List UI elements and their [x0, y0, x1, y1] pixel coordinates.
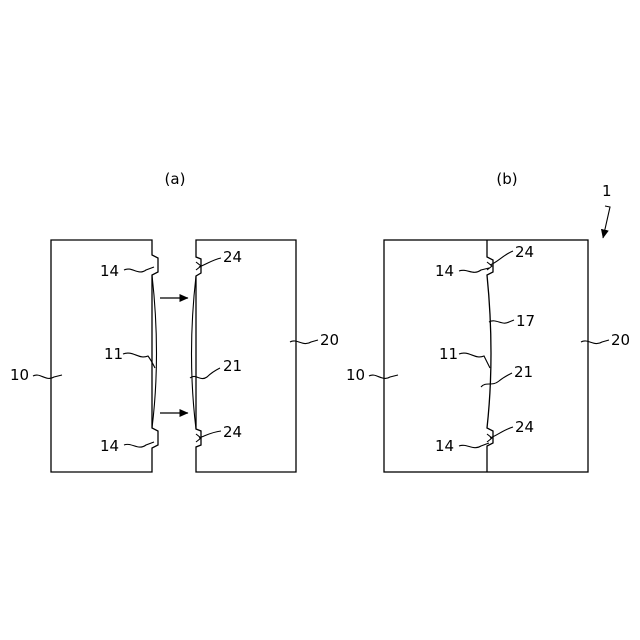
ref-b-24-bottom: 24 [515, 418, 534, 436]
leader-b-1 [603, 206, 610, 238]
ref-a-11: 11 [104, 345, 123, 363]
plate-20 [196, 240, 296, 472]
ref-b-17: 17 [516, 312, 535, 330]
ref-b-14-top: 14 [435, 262, 454, 280]
ref-b-24-top: 24 [515, 243, 534, 261]
ref-a-21: 21 [223, 357, 242, 375]
panel-a-caption: (a) [165, 170, 186, 188]
ref-b-20: 20 [611, 331, 630, 349]
ref-a-20: 20 [320, 331, 339, 349]
ref-b-1: 1 [602, 182, 612, 200]
ref-a-10: 10 [10, 366, 29, 384]
ref-a-24-top: 24 [223, 248, 242, 266]
panel-b-caption: (b) [496, 170, 517, 188]
edge-11 [152, 275, 157, 428]
ref-a-14-bottom: 14 [100, 437, 119, 455]
ref-a-14-top: 14 [100, 262, 119, 280]
ref-a-24-bottom: 24 [223, 423, 242, 441]
assembly-outline [384, 240, 588, 472]
ref-b-11: 11 [439, 345, 458, 363]
ref-b-21: 21 [514, 363, 533, 381]
ref-b-10: 10 [346, 366, 365, 384]
edge-21 [192, 276, 197, 429]
panel-a: (a) 14 24 11 21 10 20 14 24 [10, 170, 339, 472]
ref-b-14-bottom: 14 [435, 437, 454, 455]
panel-b: (b) 1 24 14 17 11 21 10 20 24 14 [346, 170, 630, 472]
